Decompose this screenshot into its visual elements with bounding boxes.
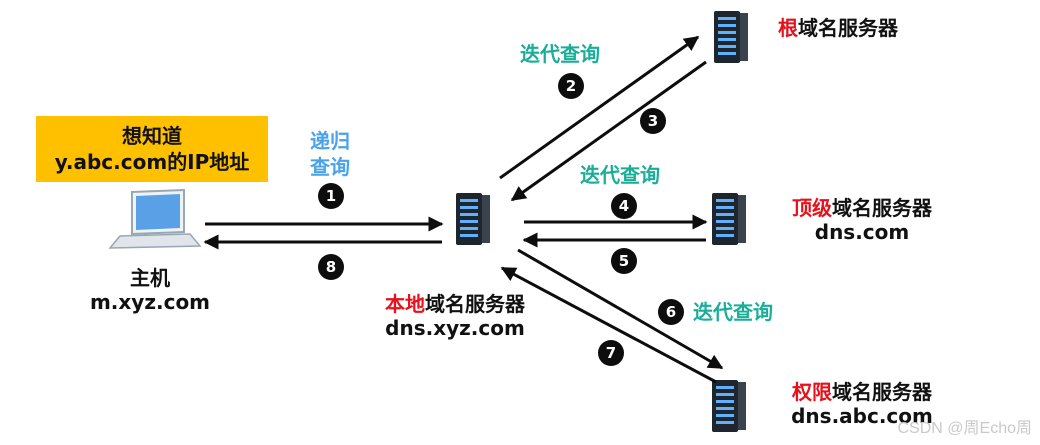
tld-server-name-red: 顶级 <box>792 196 832 220</box>
step-badge-7: 7 <box>598 340 624 366</box>
recursive-query-line-2: 查询 <box>310 155 350 179</box>
step-badge-3: 3 <box>640 108 666 134</box>
tld-server-label: 顶级域名服务器 dns.com <box>772 196 952 244</box>
callout-line-1: 想知道 <box>122 124 182 148</box>
callout-line-2: y.abc.com的IP地址 <box>54 150 250 174</box>
laptop-icon <box>108 188 202 249</box>
local-server-name-red: 本地 <box>385 292 425 316</box>
local-server-icon <box>456 193 490 245</box>
iterative-query-label-auth: 迭代查询 <box>693 300 773 324</box>
host-domain: m.xyz.com <box>89 290 211 314</box>
auth-server-label: 权限域名服务器 dns.abc.com <box>772 380 952 428</box>
step-badge-8: 8 <box>318 254 344 280</box>
root-server-icon <box>714 11 748 63</box>
tld-server-name-rest: 域名服务器 <box>832 196 932 220</box>
auth-server-name-rest: 域名服务器 <box>832 380 932 404</box>
root-server-name-red: 根 <box>778 16 798 40</box>
local-server-domain: dns.xyz.com <box>385 316 525 340</box>
root-server-label: 根域名服务器 <box>778 16 898 40</box>
auth-server-icon <box>712 380 746 432</box>
iterative-query-label-tld: 迭代查询 <box>580 163 660 187</box>
step-badge-1: 1 <box>318 183 344 209</box>
auth-server-domain: dns.abc.com <box>791 404 933 428</box>
arrow-step-2 <box>499 35 700 180</box>
local-server-label: 本地域名服务器 dns.xyz.com <box>360 292 550 340</box>
auth-server-name-red: 权限 <box>792 380 832 404</box>
host-title: 主机 <box>130 266 170 290</box>
tld-server-domain: dns.com <box>814 220 910 244</box>
local-server-name-rest: 域名服务器 <box>425 292 525 316</box>
tld-server-icon <box>712 193 746 245</box>
watermark: CSDN @周Echo周 <box>897 420 1033 437</box>
recursive-query-label: 递归 查询 <box>290 128 370 180</box>
step-badge-6: 6 <box>658 299 684 325</box>
arrow-step-6 <box>517 248 724 370</box>
query-goal-callout: 想知道 y.abc.com的IP地址 <box>36 116 268 182</box>
arrow-step-7 <box>500 266 717 384</box>
arrow-step-3 <box>510 60 707 202</box>
step-badge-4: 4 <box>611 193 637 219</box>
host-label: 主机 m.xyz.com <box>60 266 240 314</box>
root-server-name-rest: 域名服务器 <box>798 16 898 40</box>
step-badge-5: 5 <box>611 248 637 274</box>
iterative-query-label-root: 迭代查询 <box>520 42 600 66</box>
recursive-query-line-1: 递归 <box>310 129 350 153</box>
step-badge-2: 2 <box>558 73 584 99</box>
